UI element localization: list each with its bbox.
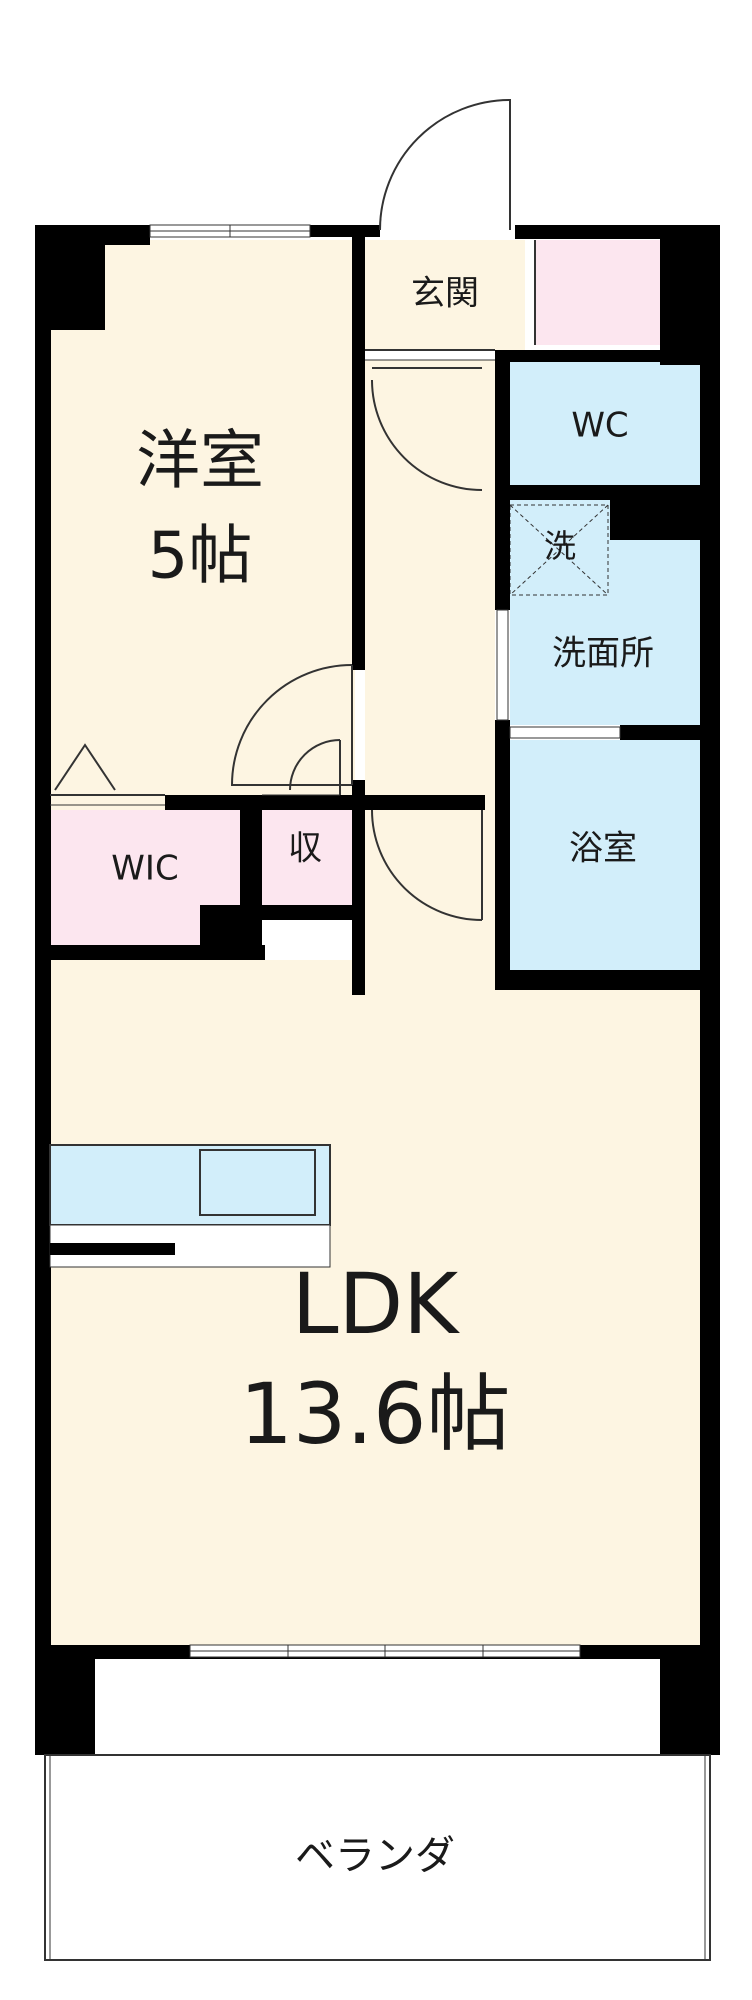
wic-label: WIC xyxy=(111,849,178,889)
corner-top-left xyxy=(35,225,105,330)
entrance-label: 玄関 xyxy=(411,274,479,314)
wall-wet-left-lower xyxy=(495,720,510,990)
western-room-area xyxy=(50,240,355,810)
western-room-size: 5帖 xyxy=(148,520,253,594)
corner-top-right xyxy=(660,225,720,365)
veranda-area xyxy=(44,1754,711,1961)
ldk-size: 13.6帖 xyxy=(239,1365,510,1463)
ldk-door-swing xyxy=(371,809,483,921)
wall-hall-mid xyxy=(352,780,365,995)
wall-bath-bottom xyxy=(495,970,720,990)
bath-area xyxy=(510,740,700,970)
counter-wall xyxy=(50,1243,175,1255)
wc-area xyxy=(510,362,700,487)
wall-wash-notch xyxy=(610,485,720,540)
storage-area xyxy=(262,810,357,905)
hall-area xyxy=(365,360,495,810)
western-room-name: 洋室 xyxy=(136,425,264,499)
washroom-label: 洗面所 xyxy=(552,634,654,674)
wall-top-mid xyxy=(310,225,380,237)
veranda-label: ベランダ xyxy=(295,1833,455,1879)
bath-label: 浴室 xyxy=(569,829,637,869)
bath-door xyxy=(509,726,621,739)
wall-wic-bottom xyxy=(35,945,265,960)
wall-hall-ldk xyxy=(365,795,485,810)
wall-left xyxy=(35,225,51,1650)
wall-western-bottom xyxy=(165,795,365,810)
storage-door-swing xyxy=(289,739,341,791)
shoe-cabinet xyxy=(535,240,660,345)
wall-entrance-bottom xyxy=(495,350,720,362)
wall-bath-top xyxy=(620,725,720,740)
hall-door-swing xyxy=(371,379,483,491)
wall-storage-bottom xyxy=(240,905,365,920)
kitchen-sink xyxy=(199,1149,316,1216)
pillar-bottom-left xyxy=(35,1645,95,1755)
wall-wet-left xyxy=(495,350,510,610)
washroom-sliding-door xyxy=(496,609,509,721)
ldk-area xyxy=(50,960,700,1650)
wc-label: WC xyxy=(571,406,628,446)
ldk-upper-area xyxy=(365,810,495,960)
wall-right xyxy=(700,225,720,1650)
laundry-label: 洗 xyxy=(544,527,576,565)
entrance-door-swing xyxy=(379,98,511,231)
wall-western-right xyxy=(352,225,365,670)
entrance-area xyxy=(365,240,525,350)
western-door-swing xyxy=(230,664,353,786)
storage-label: 収 xyxy=(288,829,322,869)
pillar-bottom-right xyxy=(660,1645,720,1755)
ldk-name: LDK xyxy=(292,1255,460,1353)
hanger-icon xyxy=(54,743,116,791)
